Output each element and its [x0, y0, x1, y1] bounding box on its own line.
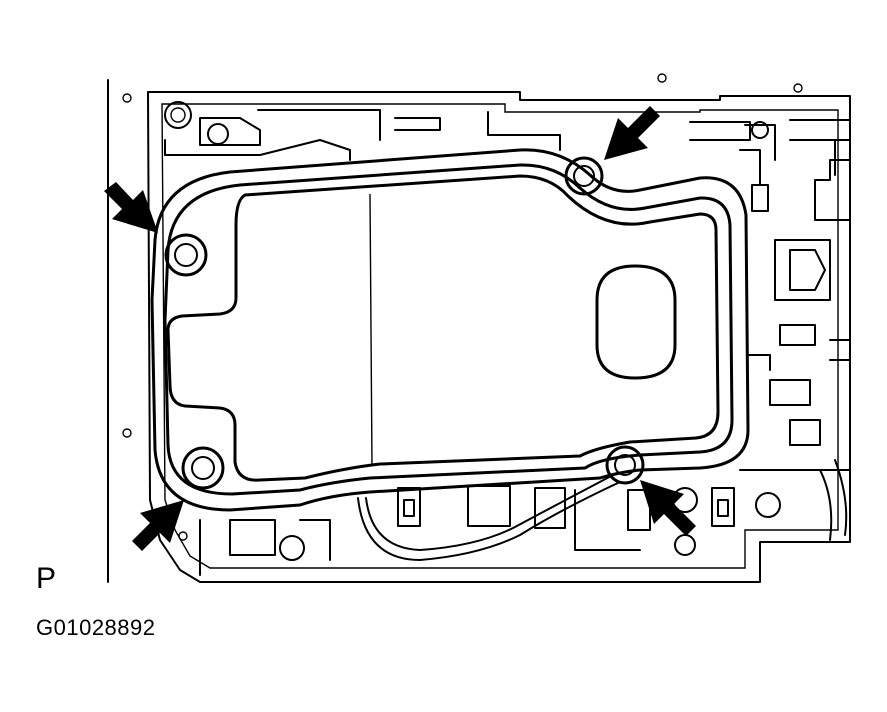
valve-body-inner-outline: [161, 103, 839, 569]
strainer-seam-line: [369, 193, 373, 467]
figure-code: G01028892: [36, 615, 156, 640]
strainer-flange: [166, 174, 720, 482]
arrow-top-right-bolt: [604, 106, 660, 160]
top-left-hardware: [164, 101, 561, 161]
strainer-inner-outline: [163, 163, 734, 496]
valve-body-outline: [147, 91, 851, 583]
strainer-outer-outline: [150, 148, 750, 512]
view-label: P: [36, 562, 57, 595]
arrow-bottom-right-bolt: [640, 480, 696, 536]
top-right-hardware: [689, 119, 851, 221]
strainer-bolts: [164, 156, 645, 490]
strainer-inlet-oval: [595, 264, 677, 380]
right-solenoid-block: [747, 239, 851, 446]
arrow-bottom-left-bolt: [132, 500, 184, 551]
mounting-holes: [122, 73, 803, 541]
arrow-left-bolt: [104, 182, 158, 233]
lower-wiring-harness: [199, 459, 851, 576]
